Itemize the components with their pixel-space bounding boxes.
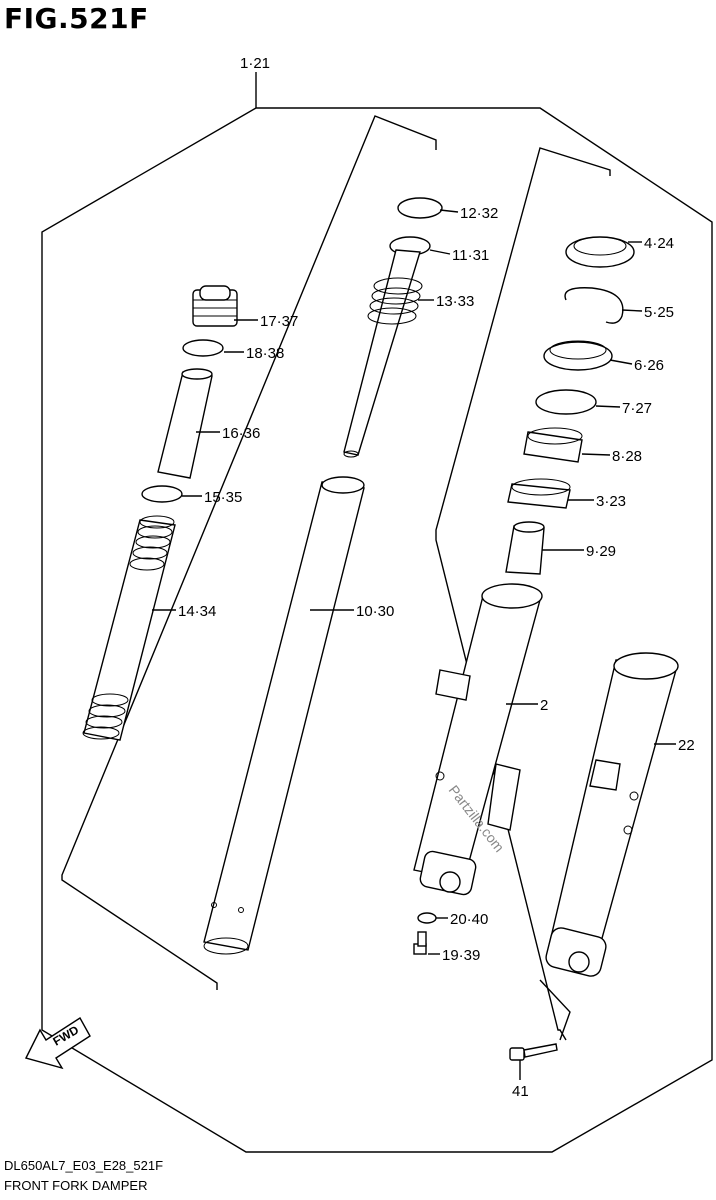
callout-2: 2	[540, 697, 548, 714]
callout-19-39: 19·39	[442, 947, 480, 964]
callout-9-29: 9·29	[586, 543, 616, 560]
figure-title: FIG.521F	[4, 2, 149, 35]
callout-18-38: 18·38	[246, 345, 284, 362]
callout-8-28: 8·28	[612, 448, 642, 465]
outer-tube-22	[545, 652, 679, 977]
o-ring-18	[182, 339, 224, 357]
inner-boundary-rod	[61, 115, 437, 990]
callout-6-26: 6·26	[634, 357, 664, 374]
callout-1-21: 1·21	[240, 55, 270, 72]
leader-lines	[152, 209, 676, 1080]
fork-spring-14	[82, 515, 176, 741]
washer-7	[535, 389, 597, 415]
oil-seal-4	[565, 236, 635, 268]
callout-10-30: 10·30	[356, 603, 394, 620]
assembly-boundary	[41, 107, 713, 1153]
cap-bolt-17	[192, 285, 238, 327]
callout-4-24: 4·24	[644, 235, 674, 252]
figure-code: DL650AL7_E03_E28_521F	[4, 1158, 164, 1173]
washer-15	[141, 485, 183, 503]
dust-seal-6	[543, 340, 613, 371]
callout-20-40: 20·40	[450, 911, 488, 928]
bolt-19	[413, 931, 427, 955]
callout-13-33: 13·33	[436, 293, 474, 310]
callout-14-34: 14·34	[178, 603, 216, 620]
callout-12-32: 12·32	[460, 205, 498, 222]
callout-5-25: 5·25	[644, 304, 674, 321]
callout-16-36: 16·36	[222, 425, 260, 442]
figure-name: FRONT FORK DAMPER	[4, 1178, 148, 1193]
stopper-ring-5	[564, 287, 624, 324]
spacer-16	[157, 368, 213, 479]
inner-tube-10	[203, 476, 365, 955]
inner-boundary-tube	[435, 147, 611, 1041]
outer-tube-2	[413, 583, 543, 896]
fwd-arrow-icon: FWD	[24, 1017, 91, 1070]
rebound-spring-13	[367, 277, 423, 325]
bolt-41	[509, 1043, 558, 1061]
callout-7-27: 7·27	[622, 400, 652, 417]
callout-22: 22	[678, 737, 695, 754]
callout-17-37: 17·37	[260, 313, 298, 330]
callout-11-31: 11·31	[452, 247, 489, 264]
damper-rod-11	[343, 236, 431, 458]
washer-20	[417, 912, 437, 924]
oil-lock-piece-9	[505, 521, 545, 575]
ring-12	[397, 197, 443, 219]
callout-3-23: 3·23	[596, 493, 626, 510]
bushing-8	[523, 427, 583, 463]
callout-41: 41	[512, 1083, 529, 1100]
bushing-3	[507, 478, 571, 509]
callout-15-35: 15·35	[204, 489, 242, 506]
